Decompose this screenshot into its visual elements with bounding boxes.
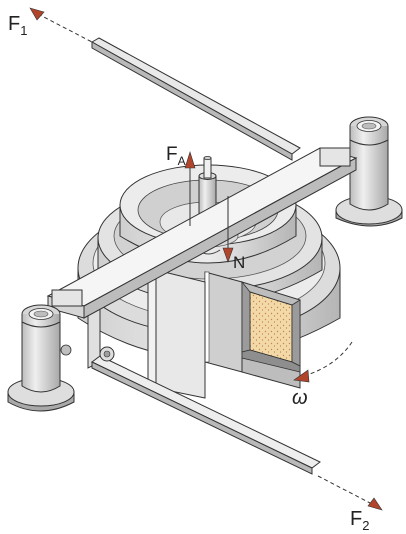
force-fa [184,150,196,226]
label-f2: F2 [350,508,369,533]
fa-arrow-head [184,150,196,169]
label-n: N [233,253,245,272]
label-fa: FA [166,144,186,168]
force-line-f1 [29,7,93,43]
n-arrow-head [222,247,234,263]
pivot-screw-icon [99,346,115,362]
lever-arm-back [90,37,301,161]
bracket-plates [87,269,206,399]
left-support-column [7,304,75,412]
f2-arrow-head [367,497,383,511]
cutaway-sample-chamber [204,271,301,389]
label-fa-sub: A [178,154,186,168]
omega-arrow-head [293,369,310,383]
label-f1: F1 [8,13,27,38]
label-f2-sub: 2 [362,518,369,533]
force-line-f2 [317,475,383,511]
f1-arrow-head [29,7,45,21]
lever-arm-front [60,344,321,475]
force-n [222,196,234,263]
right-support-column [335,116,403,227]
label-f1-sub: 1 [20,23,27,38]
rotation-arrow [293,341,353,383]
crossbeam [46,147,358,319]
label-omega: ω [292,387,308,409]
